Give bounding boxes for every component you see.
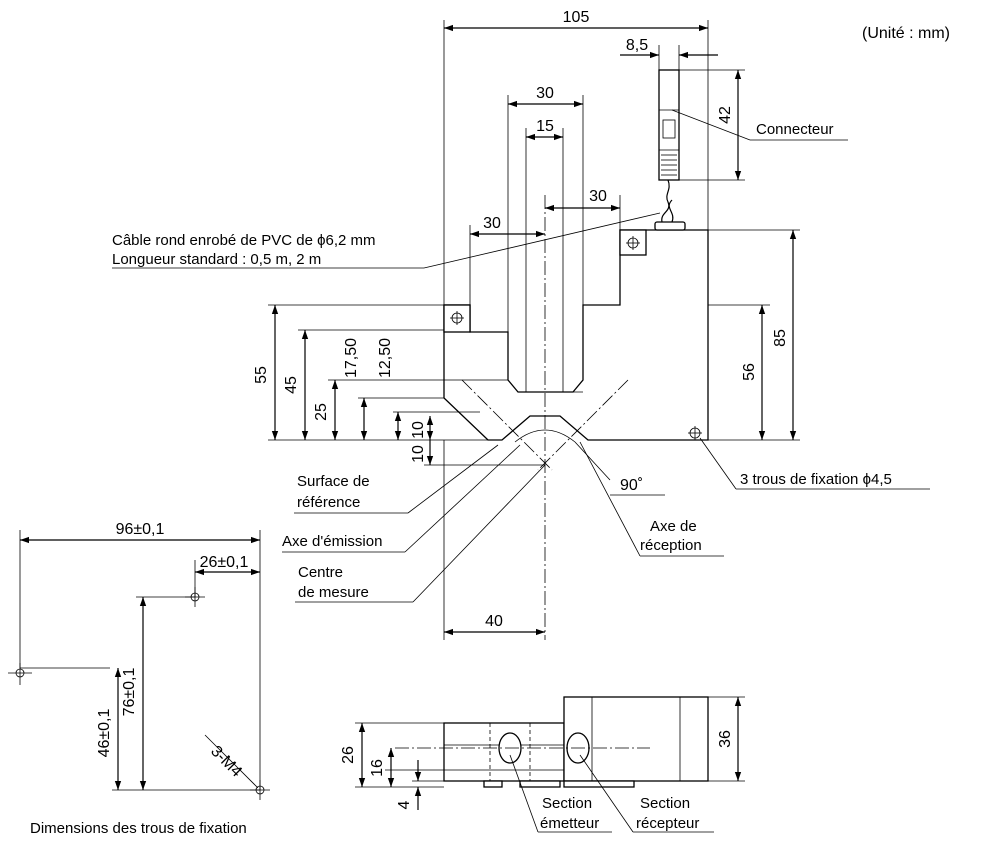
dim-42: 42 [717, 106, 734, 124]
cable-gland [654, 221, 686, 231]
receiver-label-line2: récepteur [636, 815, 699, 832]
right-dimensions: 56 85 3 trous de fixation ϕ4,5 [699, 229, 930, 490]
dim-16: 16 [369, 759, 386, 777]
center-line2: de mesure [298, 584, 369, 601]
dim-40: 40 [485, 613, 503, 630]
hole-b [185, 587, 205, 607]
dim-26: 26 [340, 746, 357, 764]
dim-12-50: 12,50 [377, 338, 394, 378]
sensor-side-view: 26 16 4 36 Section émetteur Section réce… [340, 696, 745, 833]
dim-56: 56 [741, 363, 758, 381]
mount-hole-bottom [688, 426, 702, 440]
dim-10-upper: 10 [410, 421, 427, 439]
mount-holes-label: 3 trous de fixation ϕ4,5 [740, 471, 892, 488]
dim-105: 105 [563, 9, 590, 26]
dim-30-left: 30 [483, 215, 501, 232]
cable-callout: Câble rond enrobé de PVC de ϕ6,2 mm Long… [112, 212, 661, 269]
sensor-front-view [424, 69, 709, 640]
hole-a [8, 663, 32, 685]
dim-76: 76±0,1 [121, 667, 138, 716]
hole-dimension-view: 96±0,1 26±0,1 76±0,1 46±0,1 3-M4 Dimensi… [8, 521, 270, 837]
dim-10-lower: 10 [410, 445, 427, 463]
dim-15: 15 [536, 118, 554, 135]
ref-surface-line1: Surface de [297, 473, 370, 490]
connector-label: Connecteur [756, 121, 834, 138]
emitter-label-line1: Section [542, 795, 592, 812]
receiver-label-line1: Section [640, 795, 690, 812]
dim-30-right: 30 [589, 188, 607, 205]
dim-85: 85 [772, 329, 789, 347]
sensor-body-outline [443, 229, 709, 441]
dim-55: 55 [253, 366, 270, 384]
mount-hole-left [450, 311, 464, 325]
top-dimensions: 105 8,5 42 Connecteur 30 15 30 30 [443, 9, 848, 392]
dim-30-top: 30 [536, 85, 554, 102]
connector [658, 69, 680, 181]
cable [661, 179, 670, 223]
dim-45: 45 [283, 376, 300, 394]
hole-c [250, 780, 270, 800]
reception-axis-line2: réception [640, 537, 702, 554]
dim-46: 46±0,1 [96, 708, 113, 757]
dim-8-5: 8,5 [626, 37, 648, 54]
emission-axis-line [461, 379, 553, 471]
dim-36: 36 [717, 730, 734, 748]
reception-axis-line [537, 379, 629, 471]
dim-17-50: 17,50 [343, 338, 360, 378]
axis-callouts: 90˚ Surface de référence Axe d'émission … [282, 440, 724, 640]
dim-4: 4 [396, 800, 413, 809]
angle-arc [514, 429, 576, 443]
dim-25: 25 [313, 403, 330, 421]
mount-hole-top [626, 236, 640, 250]
cable-label-line2: Longueur standard : 0,5 m, 2 m [112, 251, 321, 268]
side-left-body [443, 722, 565, 782]
ref-surface-line2: référence [297, 494, 360, 511]
reception-axis-line1: Axe de [650, 518, 697, 535]
emission-axis-label: Axe d'émission [282, 533, 382, 550]
center-line1: Centre [298, 564, 343, 581]
cable-label-line1: Câble rond enrobé de PVC de ϕ6,2 mm [112, 232, 376, 249]
angle-90: 90˚ [620, 477, 643, 494]
dim-96: 96±0,1 [116, 521, 165, 538]
hole-dims-caption: Dimensions des trous de fixation [30, 820, 247, 837]
left-dimensions: 55 45 25 17,50 12,50 10 10 [253, 304, 480, 465]
m4-label: 3-M4 [207, 743, 245, 781]
dim-26-hole: 26±0,1 [200, 554, 249, 571]
unit-note: (Unité : mm) [862, 25, 950, 42]
emitter-label-line2: émetteur [540, 815, 599, 832]
